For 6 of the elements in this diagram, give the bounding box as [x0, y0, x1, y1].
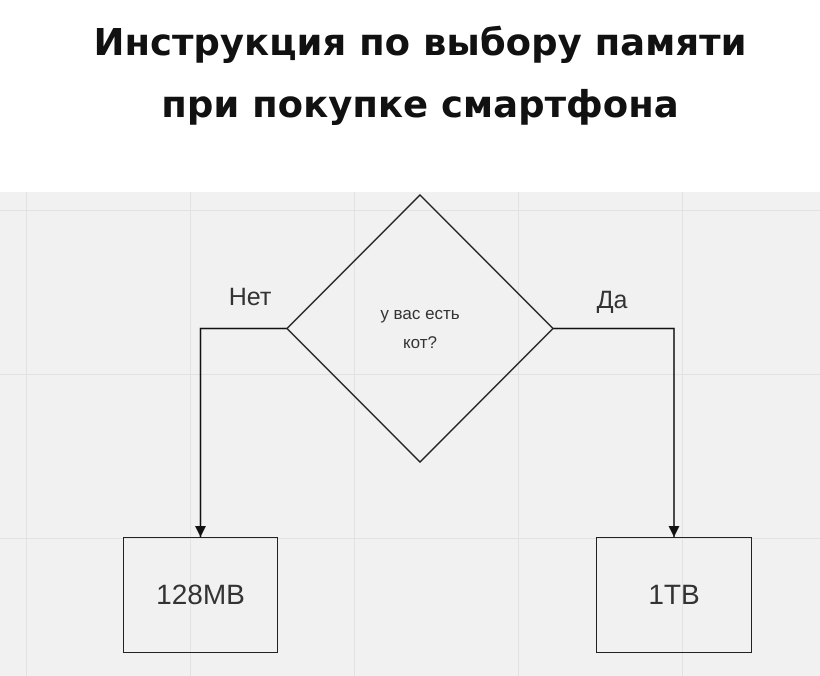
decision-diamond: у вас есть кот? — [287, 195, 553, 462]
arrow — [195, 328, 287, 537]
process-box: 1TB — [596, 537, 752, 653]
arrow — [553, 328, 680, 537]
title: Инструкция по выбору памяти при покупке смартфона — [92, 20, 748, 128]
process-box: 128MB — [123, 537, 278, 653]
